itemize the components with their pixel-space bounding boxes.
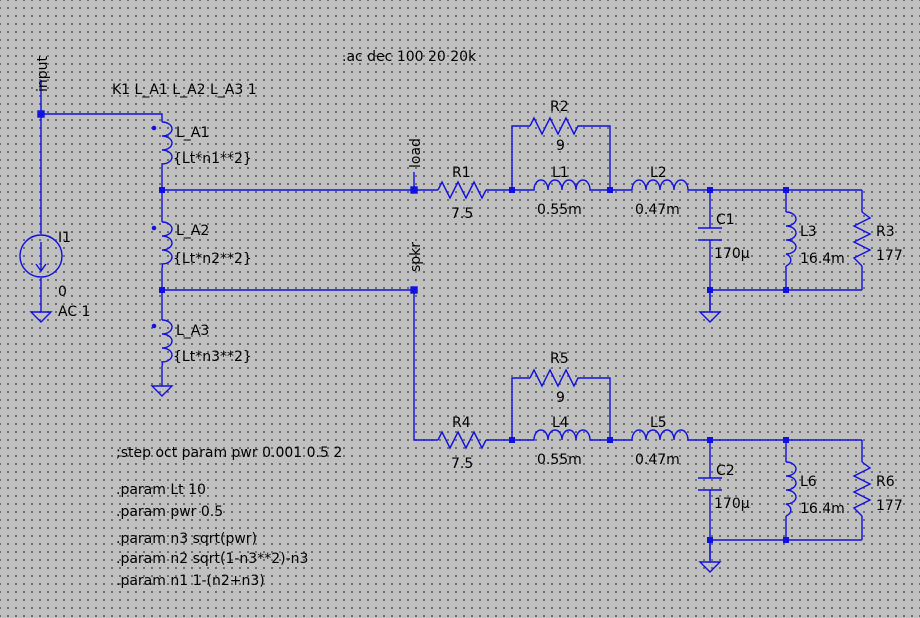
junction-dot <box>509 187 515 193</box>
ground-symbol <box>150 385 174 397</box>
r3-value: 177 <box>876 248 903 264</box>
current-source-i1[interactable] <box>19 234 63 278</box>
junction-dot <box>411 287 417 293</box>
param-n2-directive[interactable]: .param n2 sqrt(1-n3**2)-n3 <box>116 551 308 567</box>
junction-dot <box>783 187 789 193</box>
c1-value: 170µ <box>714 246 750 262</box>
junction-dot <box>159 287 165 293</box>
param-n3-directive[interactable]: .param n3 sqrt(pwr) <box>116 531 257 547</box>
junction-dot <box>38 111 44 117</box>
param-n1-directive[interactable]: .param n1 1-(n2+n3) <box>116 573 265 589</box>
junction-dot <box>707 437 713 443</box>
r2-name: R2 <box>550 99 569 115</box>
inductor-l1[interactable] <box>530 179 592 191</box>
inductor-l3[interactable] <box>785 211 797 267</box>
l2-value: 0.47m <box>635 202 680 218</box>
inductor-l-a3[interactable] <box>151 319 173 367</box>
ground-symbol <box>698 290 722 323</box>
l1-value: 0.55m <box>537 202 582 218</box>
l5-value: 0.47m <box>635 452 680 468</box>
param-pwr-directive[interactable]: .param pwr 0.5 <box>116 504 223 520</box>
r3-name: R3 <box>876 224 895 240</box>
inductor-l2[interactable] <box>630 179 690 191</box>
resistor-r6[interactable] <box>852 461 872 517</box>
resistor-r3[interactable] <box>852 211 872 267</box>
r2-value: 9 <box>556 138 565 154</box>
net-label-input[interactable]: input <box>35 55 51 92</box>
l6-value: 16.4m <box>800 501 845 517</box>
inductor-l-a1[interactable] <box>151 121 173 167</box>
resistor-r5[interactable] <box>529 368 590 388</box>
r4-value: 7.5 <box>451 456 473 472</box>
inductor-l4[interactable] <box>530 429 592 441</box>
step-directive[interactable]: ;step oct param pwr 0.001 0.5 2 <box>116 445 342 461</box>
junction-dot <box>411 187 417 193</box>
c2-value: 170µ <box>714 496 750 512</box>
l-a1-value: {Lt*n1**2} <box>173 151 252 167</box>
param-lt-directive[interactable]: .param Lt 10 <box>116 482 206 498</box>
net-label-spkr[interactable]: spkr <box>408 242 424 272</box>
capacitor-c1[interactable] <box>698 227 722 241</box>
junction-dot <box>509 437 515 443</box>
r1-name: R1 <box>452 165 471 181</box>
source-name: I1 <box>58 230 71 246</box>
l3-name: L3 <box>800 224 817 240</box>
junction-dot <box>783 437 789 443</box>
inductor-l6[interactable] <box>785 461 797 517</box>
net-label-load[interactable]: load <box>408 138 424 168</box>
r5-name: R5 <box>550 351 569 367</box>
inductor-l-a2[interactable] <box>151 221 173 269</box>
ground-symbol <box>29 311 53 323</box>
l6-name: L6 <box>800 474 817 490</box>
l-a2-name: L_A2 <box>176 223 209 239</box>
l3-value: 16.4m <box>800 251 845 267</box>
capacitor-c2[interactable] <box>698 477 722 491</box>
coupling-directive[interactable]: K1 L_A1 L_A2 L_A3 1 <box>112 82 257 98</box>
source-ac-value: AC 1 <box>58 304 90 320</box>
l4-value: 0.55m <box>537 452 582 468</box>
r4-name: R4 <box>452 415 471 431</box>
l-a3-value: {Lt*n3**2} <box>173 349 252 365</box>
c2-name: C2 <box>716 463 735 479</box>
l4-name: L4 <box>552 415 569 431</box>
junction-dot <box>607 437 613 443</box>
ground-symbol <box>698 540 722 573</box>
l-a2-value: {Lt*n2**2} <box>173 251 252 267</box>
junction-dot <box>783 287 789 293</box>
net-flag-endpoints <box>37 110 418 294</box>
junction-dot <box>707 187 713 193</box>
c1-name: C1 <box>716 212 735 228</box>
l5-name: L5 <box>650 415 667 431</box>
inductor-l5[interactable] <box>630 429 690 441</box>
analysis-directive[interactable]: .ac dec 100 20 20k <box>342 49 477 65</box>
l2-name: L2 <box>650 165 667 181</box>
junction-dot <box>607 187 613 193</box>
l-a3-name: L_A3 <box>176 323 209 339</box>
r5-value: 9 <box>556 390 565 406</box>
resistor-r2[interactable] <box>529 116 590 136</box>
r1-value: 7.5 <box>451 206 473 222</box>
source-dc-value: 0 <box>58 284 67 300</box>
l-a1-name: L_A1 <box>176 125 209 141</box>
r6-value: 177 <box>876 498 903 514</box>
l1-name: L1 <box>552 165 569 181</box>
r6-name: R6 <box>876 474 895 490</box>
junction-dot <box>783 537 789 543</box>
resistor-r4[interactable] <box>437 430 487 450</box>
junction-dot <box>159 187 165 193</box>
resistor-r1[interactable] <box>437 180 487 200</box>
